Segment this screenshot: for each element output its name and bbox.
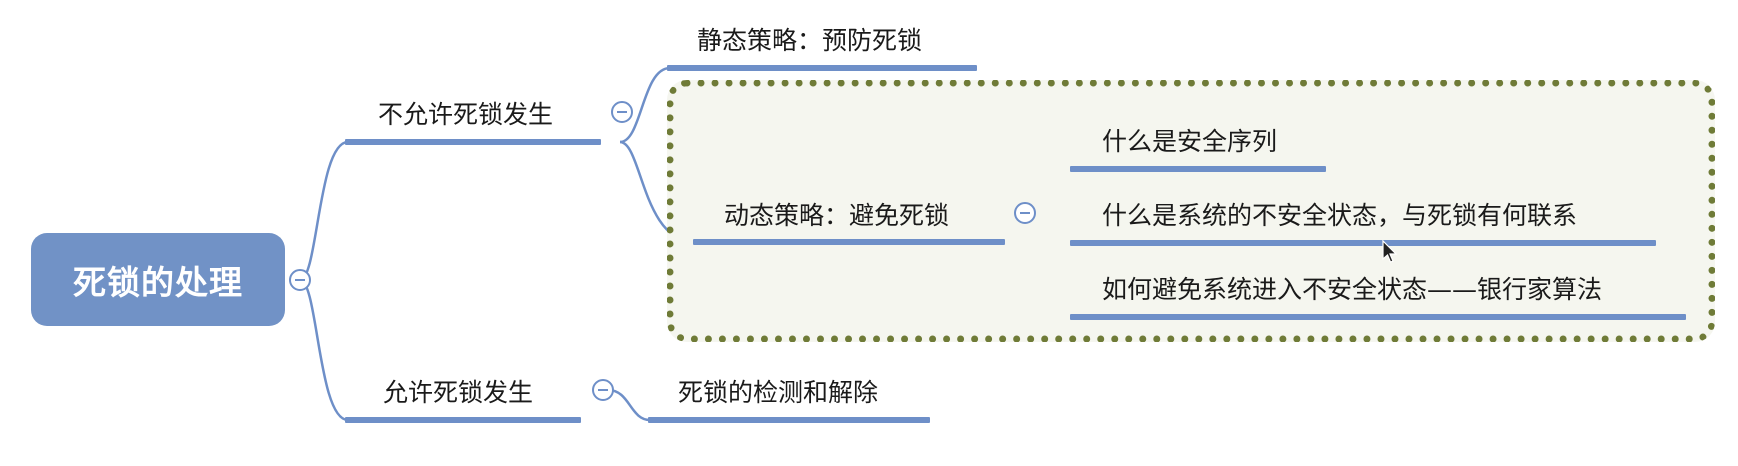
bankers-algorithm-label[interactable]: 如何避免系统进入不安全状态——银行家算法 (1102, 275, 1603, 304)
connector-root-to-allowed (299, 278, 349, 422)
dynamic-strategy-label[interactable]: 动态策略：避免死锁 (724, 201, 950, 230)
branch-not-allowed-underline (345, 139, 601, 145)
static-strategy-underline (667, 65, 977, 71)
root-label: 死锁的处理 (73, 262, 243, 302)
connector-root-to-not-allowed (299, 140, 349, 282)
detection-recovery-underline (648, 417, 930, 423)
branch-allowed-collapse-icon[interactable] (592, 379, 614, 401)
dynamic-strategy-underline (693, 239, 1005, 245)
bankers-algorithm-underline (1070, 314, 1686, 320)
branch-not-allowed-collapse-icon[interactable] (611, 101, 633, 123)
connector-to-static-strategy (619, 66, 671, 144)
dynamic-strategy-boundary (667, 80, 1715, 342)
dynamic-strategy-collapse-icon[interactable] (1014, 202, 1036, 224)
root-node[interactable]: 死锁的处理 (31, 233, 285, 326)
branch-allowed-underline (345, 417, 581, 423)
mouse-pointer-icon (1382, 240, 1398, 263)
safe-sequence-underline (1070, 166, 1326, 172)
unsafe-state-label[interactable]: 什么是系统的不安全状态，与死锁有何联系 (1102, 201, 1578, 230)
root-collapse-icon[interactable] (289, 269, 311, 291)
safe-sequence-label[interactable]: 什么是安全序列 (1102, 127, 1278, 156)
static-strategy-label[interactable]: 静态策略：预防死锁 (697, 26, 923, 55)
connector-to-detection (607, 388, 651, 422)
branch-not-allowed-label[interactable]: 不允许死锁发生 (378, 100, 554, 129)
branch-allowed-label[interactable]: 允许死锁发生 (383, 378, 534, 407)
detection-recovery-label[interactable]: 死锁的检测和解除 (678, 378, 879, 407)
unsafe-state-underline (1070, 240, 1656, 246)
